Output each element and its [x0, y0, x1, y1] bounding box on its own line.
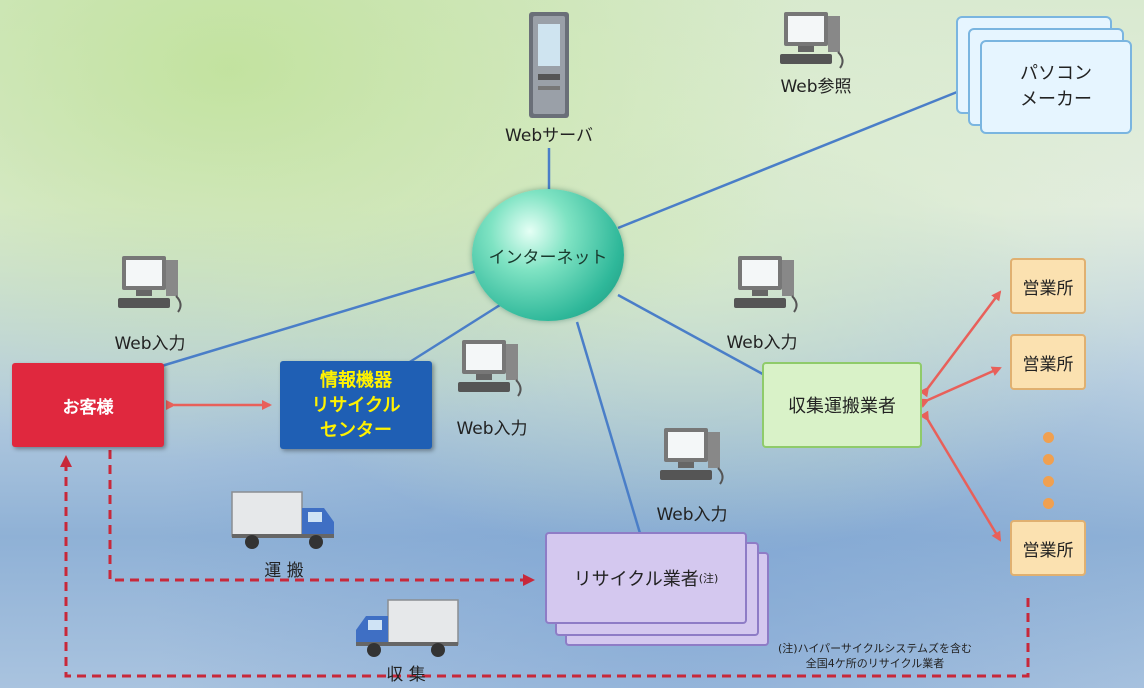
recycler-box: リサイクル業者(注)	[545, 532, 747, 624]
office-label: 営業所	[1022, 540, 1074, 561]
internet-label: インターネット	[488, 247, 608, 268]
internet-globe: インターネット	[472, 189, 624, 321]
arrow-collector-office-2	[918, 366, 1002, 408]
pc-maker-line-1: パソコン	[1020, 63, 1092, 84]
recycler-note-mark: (注)	[698, 572, 719, 585]
collection-label: 収 集	[386, 665, 426, 685]
office-label: 営業所	[1022, 354, 1074, 375]
flow-transport	[108, 450, 535, 586]
customer-label: お客様	[62, 397, 114, 418]
office-box-2: 営業所	[1010, 334, 1086, 390]
flow-collection	[60, 455, 1030, 678]
ellipsis-dot	[1043, 476, 1054, 487]
web-view-label: Web参照	[780, 77, 852, 97]
footnote-line-2: 全国4ケ所のリサイクル業者	[805, 657, 945, 670]
web-input-label-recycler: Web入力	[656, 505, 728, 525]
line-internet-recycler	[575, 321, 644, 541]
collector-label: 収集運搬業者	[788, 396, 896, 417]
truck-icon	[352, 596, 462, 660]
recycler-footnote: (注)ハイパーサイクルシステムズを含む 全国4ケ所のリサイクル業者	[778, 641, 972, 671]
computer-icon	[780, 12, 850, 72]
web-server-label: Webサーバ	[505, 126, 593, 146]
web-input-label-center: Web入力	[456, 419, 528, 439]
customer-box: お客様	[12, 363, 164, 447]
collector-box: 収集運搬業者	[762, 362, 922, 448]
ellipsis-dot	[1043, 498, 1054, 509]
office-box-1: 営業所	[1010, 258, 1086, 314]
truck-icon	[228, 488, 338, 552]
pc-maker-box: パソコン メーカー	[980, 40, 1132, 134]
computer-icon	[660, 428, 730, 488]
center-line-1: 情報機器	[320, 369, 392, 391]
arrow-collector-office-3	[919, 410, 1002, 542]
line-internet-maker	[617, 76, 993, 230]
footnote-line-1: (注)ハイパーサイクルシステムズを含む	[778, 642, 973, 655]
web-server-icon	[527, 12, 571, 118]
computer-icon	[458, 340, 528, 400]
web-input-label-collector: Web入力	[726, 333, 798, 353]
computer-icon	[118, 256, 188, 316]
recycler-label: リサイクル業者	[573, 569, 699, 590]
center-line-3: センター	[320, 419, 392, 441]
ellipsis-dot	[1043, 454, 1054, 465]
pc-maker-line-2: メーカー	[1020, 89, 1092, 110]
office-label: 営業所	[1022, 278, 1074, 299]
center-line-2: リサイクル	[311, 394, 401, 416]
web-input-label-customer: Web入力	[114, 334, 186, 354]
transport-label: 運 搬	[264, 561, 304, 581]
office-box-3: 営業所	[1010, 520, 1086, 576]
ellipsis-dot	[1043, 432, 1054, 443]
line-internet-collector	[617, 293, 771, 380]
recycle-center-box: 情報機器 リサイクル センター	[280, 361, 432, 449]
line-internet-customer	[154, 268, 481, 370]
line-internet-center	[404, 303, 501, 367]
computer-icon	[734, 256, 804, 316]
